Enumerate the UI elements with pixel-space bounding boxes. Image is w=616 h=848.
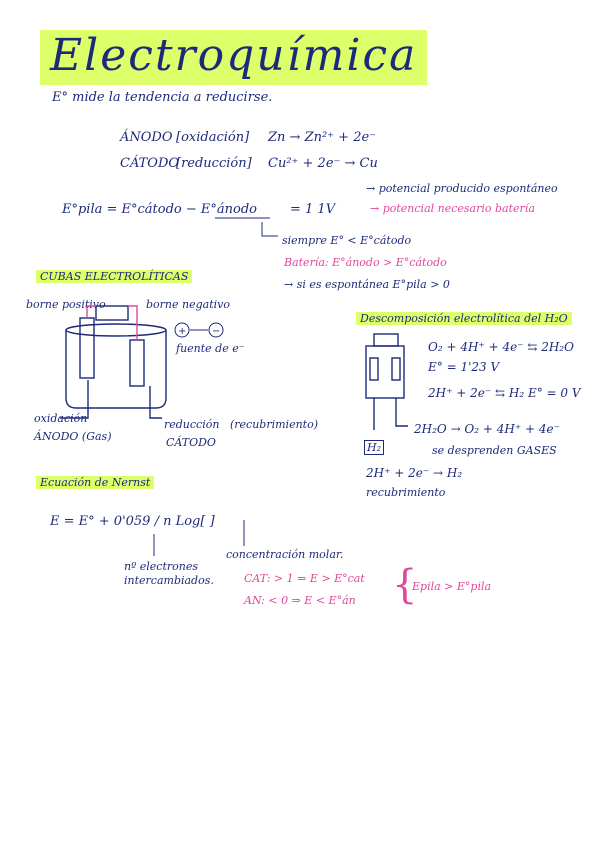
minus-icon bbox=[208, 322, 224, 338]
catodo-cuba-label: CÁTODO bbox=[166, 436, 216, 449]
borne-negativo: borne negativo bbox=[146, 298, 230, 311]
h2-box: H₂ bbox=[364, 440, 385, 455]
nernst-title: Ecuación de Nernst bbox=[36, 476, 155, 489]
epila-condicion: Epila > E°pila bbox=[412, 580, 492, 593]
descomposicion-title: Descomposición electrolítica del H₂O bbox=[356, 312, 572, 325]
cat-condicion: CAT: > 1 ⇒ E > E°cat bbox=[244, 572, 365, 585]
intro-text: E° mide la tendencia a reducirse. bbox=[52, 90, 273, 105]
catodo-reaccion: Cu²⁺ + 2e⁻ → Cu bbox=[268, 156, 378, 171]
reaccion-o2: O₂ + 4H⁺ + 4e⁻ ⇆ 2H₂O bbox=[428, 340, 574, 354]
page-title: Electroquímica bbox=[40, 30, 428, 85]
fuente-electrones: fuente de e⁻ bbox=[176, 342, 245, 355]
nota-positivo: → potencial producido espontáneo bbox=[366, 182, 558, 195]
catodo-label: CÁTODO bbox=[120, 156, 180, 171]
bateria-text: Batería: E°ánodo > E°cátodo bbox=[284, 256, 447, 269]
electrolytic-cell-icon bbox=[60, 305, 167, 419]
nota-negativo: → potencial necesario batería bbox=[370, 202, 535, 215]
potencial-o2: E° = 1'23 V bbox=[428, 360, 500, 374]
anodo-proceso: [oxidación] bbox=[176, 130, 250, 145]
svg-text:−: − bbox=[212, 326, 220, 337]
reaccion-agua: 2H₂O → O₂ + 4H⁺ + 4e⁻ bbox=[414, 422, 560, 436]
plus-icon bbox=[174, 322, 190, 338]
brace-icon: { bbox=[392, 562, 418, 608]
reduccion-label: reducción bbox=[164, 418, 220, 431]
concentracion-label: concentración molar. bbox=[226, 548, 344, 561]
potencial-ecuacion: E°pila = E°cátodo − E°ánodo bbox=[62, 202, 257, 217]
potencial-valor: = 1 1V bbox=[290, 202, 336, 217]
water-cell-icon bbox=[365, 333, 408, 430]
catodo-proceso: [reducción] bbox=[176, 156, 252, 171]
recubrimiento-label: (recubrimiento) bbox=[230, 418, 318, 431]
espontanea-text: → si es espontánea E°pila > 0 bbox=[284, 278, 450, 291]
svg-text:+: + bbox=[178, 326, 186, 337]
reaccion-h2: 2H⁺ + 2e⁻ ⇆ H₂ E° = 0 V bbox=[428, 386, 581, 400]
anodo-reaccion: Zn → Zn²⁺ + 2e⁻ bbox=[268, 130, 377, 145]
an-condicion: AN: < 0 ⇒ E < E°án bbox=[244, 594, 356, 607]
anodo-gas-label: ÁNODO (Gas) bbox=[34, 430, 112, 443]
siempre-text: siempre E° < E°cátodo bbox=[282, 234, 412, 247]
recubrimiento-nota: recubrimiento bbox=[366, 486, 446, 499]
anodo-label: ÁNODO bbox=[120, 130, 173, 145]
nernst-ecuacion: E = E° + 0'059 / n Log[ ] bbox=[50, 514, 215, 529]
gases-nota: se desprenden GASES bbox=[432, 444, 557, 457]
reaccion-h2-final: 2H⁺ + 2e⁻ → H₂ bbox=[366, 466, 463, 480]
n-electrones-label: nº electrones intercambiados. bbox=[124, 560, 214, 587]
cubas-title: CUBAS ELECTROLÍTICAS bbox=[36, 270, 193, 283]
borne-positivo: borne positivo bbox=[26, 298, 106, 311]
